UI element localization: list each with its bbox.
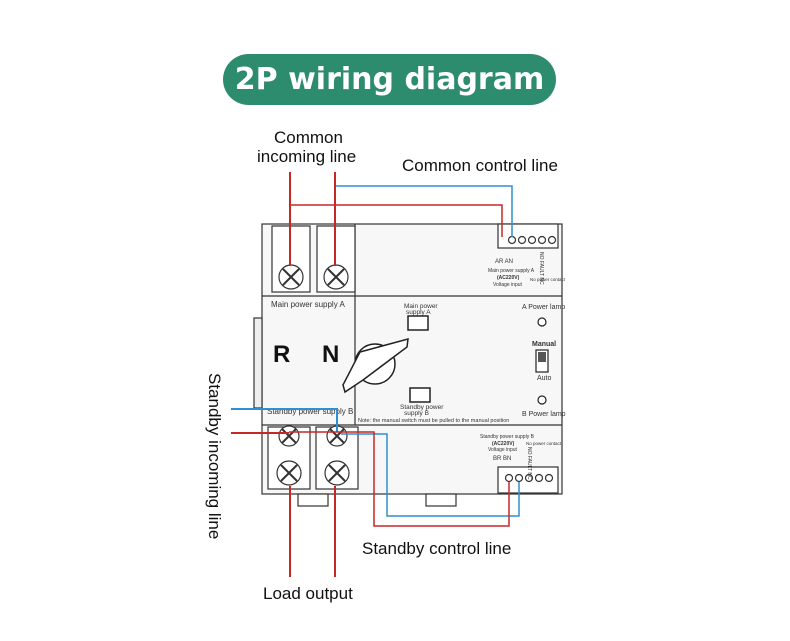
bottom-side-label: No power contact <box>526 441 562 446</box>
b-lamp-label: B Power lamp <box>522 411 566 418</box>
switch-main-button[interactable] <box>407 315 429 331</box>
bottom-terminal-sub3: Voltage input <box>488 447 518 453</box>
wire-common-incoming <box>289 172 336 266</box>
manual-label: Manual <box>532 341 556 348</box>
main-supply-label: Main power supply A <box>271 300 345 309</box>
top-side-label: No power contact <box>530 277 566 282</box>
label-load-output: Load output <box>263 584 353 603</box>
wire-standby-control <box>289 431 520 527</box>
terminal-block-bottom <box>267 425 359 490</box>
bottom-terminal-sub: Standby power supply B <box>480 434 535 440</box>
label-common-control: Common control line <box>402 156 558 175</box>
auto-label: Auto <box>537 375 552 382</box>
standby-supply-label: Standby power supply B <box>267 407 353 416</box>
switch-main-label-1: Main power <box>404 303 438 310</box>
phase-n-label: N <box>322 341 339 368</box>
label-common-incoming-2: incoming line <box>257 147 357 166</box>
top-nofault-label: NO FAULT NC <box>538 252 544 285</box>
top-terminal-sub2: (AC220V) <box>497 275 520 281</box>
note-text: Note: the manual switch must be pulled t… <box>358 418 509 424</box>
wire-load-output <box>289 486 336 577</box>
device-housing <box>253 223 563 507</box>
diagram-title: 2P wiring diagram <box>223 54 556 105</box>
control-terminal-bottom <box>497 466 559 494</box>
switch-main-label-2: supply A <box>406 309 431 316</box>
selector-knob <box>342 337 409 394</box>
bottom-terminal-sub2: (AC220V) <box>492 441 515 447</box>
switch-standby-label-1: Standby power <box>400 404 444 411</box>
a-lamp-icon <box>537 317 547 327</box>
switch-standby-button[interactable] <box>409 387 431 403</box>
bottom-nofault-label: NO FAULT NC <box>526 447 532 480</box>
top-terminal-label: AR AN <box>495 259 513 265</box>
wire-common-control <box>290 185 513 237</box>
label-common-incoming-1: Common <box>274 128 343 147</box>
b-lamp-icon <box>537 395 547 405</box>
label-standby-control: Standby control line <box>362 539 512 558</box>
control-terminal-top <box>497 223 559 249</box>
a-lamp-label: A Power lamp <box>522 304 565 311</box>
manual-auto-switch-lever <box>538 352 546 362</box>
switch-standby-label-2: supply B <box>404 410 429 417</box>
wire-standby-incoming <box>231 408 338 434</box>
bottom-terminal-label: BR BN <box>493 456 511 462</box>
phase-r-label: R <box>273 341 290 368</box>
top-terminal-sub3: Voltage input <box>493 282 523 288</box>
top-terminal-sub: Main power supply A <box>488 268 535 274</box>
